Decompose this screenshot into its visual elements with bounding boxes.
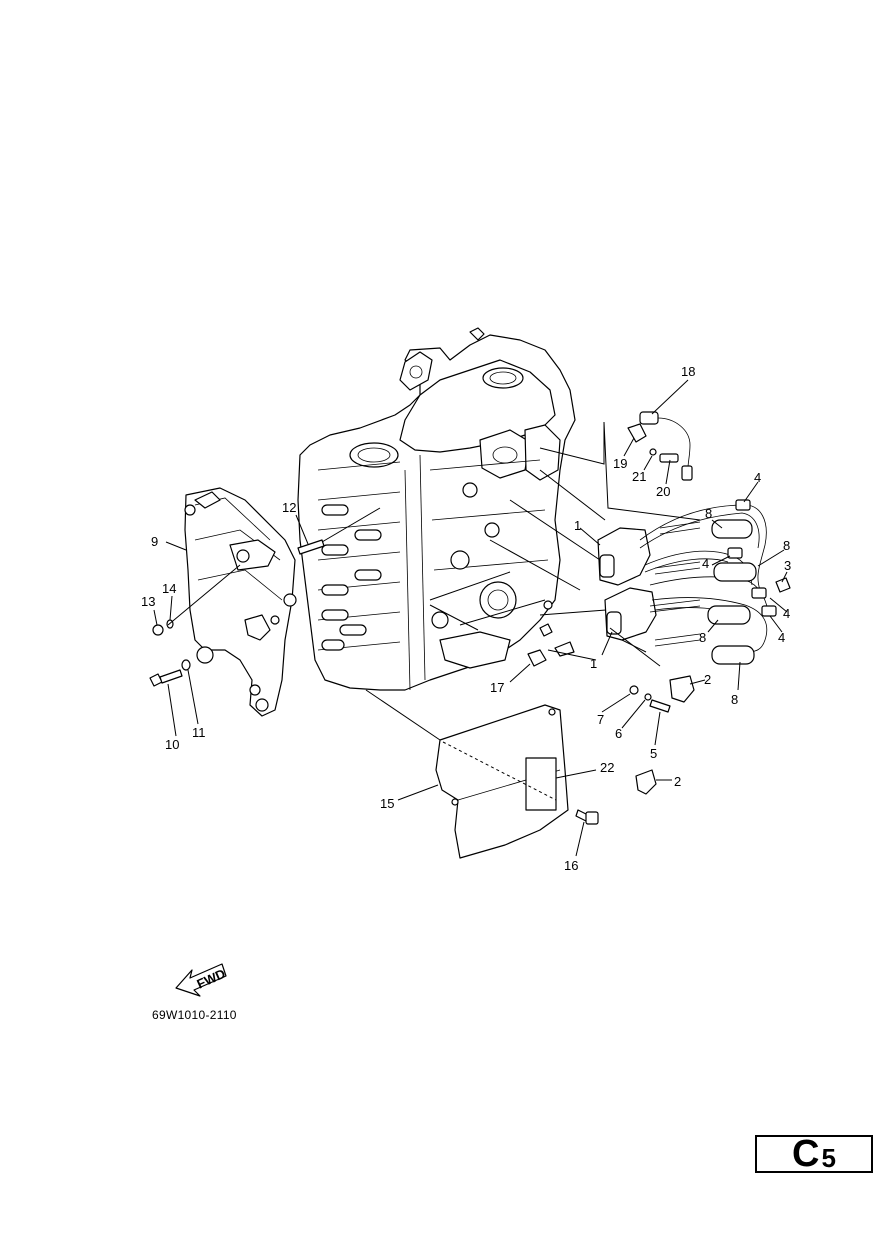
callout-label: 2 — [674, 774, 681, 789]
callout-label: 17 — [490, 680, 504, 695]
diagram-code: 69W1010-2110 — [152, 1008, 237, 1022]
callout-label: 7 — [597, 712, 604, 727]
fwd-direction-arrow: FWD — [175, 963, 228, 997]
page-tab-number: 5 — [821, 1143, 836, 1173]
callout-label: 18 — [681, 364, 695, 379]
page-tab-letter: C — [792, 1133, 820, 1175]
callout-label: 4 — [778, 630, 785, 645]
callout-label: 14 — [162, 581, 176, 596]
callout-label: 8 — [699, 630, 706, 645]
callout-label: 9 — [151, 534, 158, 549]
callout-label: 20 — [656, 484, 670, 499]
callout-label: 16 — [564, 858, 578, 873]
callout-label: 5 — [650, 746, 657, 761]
engine-bracket — [184, 487, 297, 717]
engine-block — [297, 327, 576, 691]
callout-label: 4 — [754, 470, 761, 485]
callout-label: 15 — [380, 796, 394, 811]
callout-label: 8 — [783, 538, 790, 553]
callout-label: 4 — [702, 556, 709, 571]
callout-label: 6 — [615, 726, 622, 741]
callout-label: 1 — [590, 656, 597, 671]
fwd-label: FWD — [194, 966, 227, 992]
electrical-cover — [435, 704, 569, 859]
callout-label: 19 — [613, 456, 627, 471]
leader-lines — [153, 379, 788, 857]
plug-leads — [639, 499, 791, 665]
callout-label: 8 — [705, 506, 712, 521]
callout-label: 3 — [784, 558, 791, 573]
callout-label: 2 — [704, 672, 711, 687]
callout-labels: 1 1 2 2 3 4 4 4 4 5 6 7 8 8 8 8 9 10 11 … — [141, 364, 791, 873]
ignition-coils — [597, 527, 657, 641]
page-tab: C 5 — [755, 1135, 873, 1173]
callout-label: 21 — [632, 469, 646, 484]
callout-label: 1 — [574, 518, 581, 533]
callout-label: 12 — [282, 500, 296, 515]
callout-label: 11 — [192, 725, 206, 740]
hardware — [149, 539, 695, 825]
callout-label: 4 — [783, 606, 790, 621]
callout-label: 10 — [165, 737, 179, 752]
callout-label: 8 — [731, 692, 738, 707]
callout-label: 22 — [600, 760, 614, 775]
sensor-assembly — [627, 411, 693, 481]
callout-label: 13 — [141, 594, 155, 609]
